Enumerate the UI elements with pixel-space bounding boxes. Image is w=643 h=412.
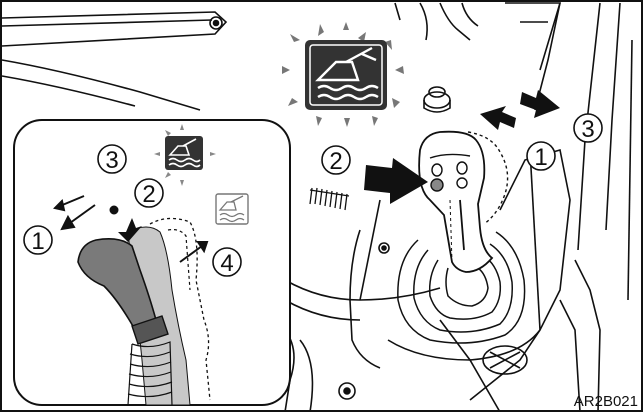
callout-main-3: 3: [581, 116, 594, 143]
large-lit-icon: [305, 40, 387, 110]
inset-lit-icon: [165, 136, 203, 170]
callout-main-2: 2: [329, 148, 342, 175]
lever-switch-button: [431, 179, 443, 191]
callout-inset-2: 2: [142, 181, 155, 208]
callout-inset-3: 3: [105, 147, 118, 174]
callout-inset-4: 4: [220, 250, 233, 277]
figure-code: AR2B021: [574, 393, 638, 410]
callout-main-1: 1: [534, 144, 547, 171]
inset-unlit-icon: [216, 194, 248, 224]
callout-inset-1: 1: [31, 228, 44, 255]
